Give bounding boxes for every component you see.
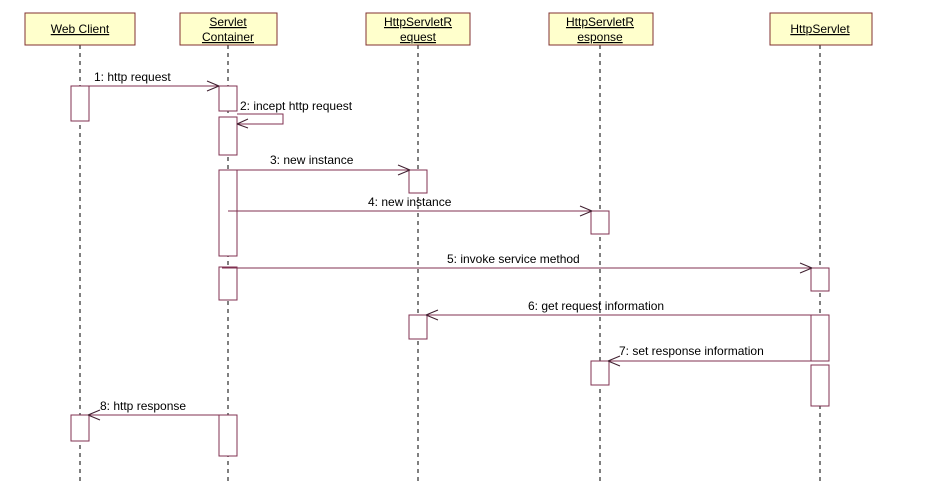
lifeline-head-box-http-servlet-request bbox=[365, 12, 471, 46]
activation-bar-http-servlet-3 bbox=[810, 364, 830, 407]
lifeline-label-servlet-container-line1: Servlet bbox=[209, 15, 247, 29]
message-arrowhead-1 bbox=[206, 80, 220, 92]
lifeline-head-http-servlet[interactable]: HttpServlet bbox=[769, 12, 873, 46]
messages-layer: 1: http request 2: incept http request 3: … bbox=[80, 70, 820, 421]
activation-bar-http-servlet-request-1 bbox=[408, 169, 428, 194]
lifeline-head-box-http-servlet-response bbox=[548, 12, 654, 46]
message-7[interactable]: 7: set response information bbox=[607, 344, 820, 367]
lifeline-label-http-servlet-request-line2: equest bbox=[400, 30, 437, 44]
lifeline-head-box-servlet-container bbox=[179, 12, 278, 46]
message-label-7: 7: set response information bbox=[619, 344, 764, 358]
message-8[interactable]: 8: http response bbox=[87, 399, 228, 421]
message-arrowhead-5 bbox=[799, 262, 813, 274]
message-arrowhead-2 bbox=[236, 118, 249, 129]
message-4[interactable]: 4: new instance bbox=[228, 195, 593, 217]
lifeline-head-box-web-client bbox=[24, 12, 136, 46]
message-arrowhead-7 bbox=[607, 355, 621, 367]
activation-bar-servlet-container-5 bbox=[218, 414, 238, 457]
lifeline-head-web-client[interactable]: Web Client bbox=[24, 12, 136, 46]
message-arrowhead-6 bbox=[425, 309, 439, 321]
message-arrowhead-4 bbox=[579, 205, 593, 217]
message-label-2: 2: incept http request bbox=[240, 99, 353, 113]
activation-bar-http-servlet-response-2 bbox=[590, 360, 610, 386]
activation-bar-web-client-2 bbox=[70, 414, 90, 442]
lifeline-label-http-servlet-request-line1: HttpServletR bbox=[384, 15, 452, 29]
activation-bar-servlet-container-4 bbox=[218, 266, 238, 301]
message-label-3: 3: new instance bbox=[270, 153, 354, 167]
message-line-2 bbox=[237, 113, 284, 125]
activation-bar-servlet-container-2 bbox=[218, 116, 238, 156]
activation-bar-servlet-container-3 bbox=[218, 169, 238, 257]
message-label-6: 6: get request information bbox=[528, 299, 664, 313]
message-label-5: 5: invoke service method bbox=[447, 252, 580, 266]
activation-bar-web-client-1 bbox=[70, 85, 90, 122]
message-label-4: 4: new instance bbox=[368, 195, 452, 209]
message-arrowhead-3 bbox=[397, 164, 411, 176]
message-label-8: 8: http response bbox=[100, 399, 186, 413]
activation-bar-http-servlet-2 bbox=[810, 314, 830, 362]
message-2[interactable]: 2: incept http request bbox=[236, 99, 353, 129]
message-1[interactable]: 1: http request bbox=[80, 70, 220, 92]
lifeline-label-web-client-line1: Web Client bbox=[51, 22, 110, 36]
message-6[interactable]: 6: get request information bbox=[425, 299, 820, 321]
activations-layer bbox=[70, 85, 830, 457]
message-5[interactable]: 5: invoke service method bbox=[222, 252, 813, 274]
message-3[interactable]: 3: new instance bbox=[228, 153, 411, 176]
lifeline-label-servlet-container-line2: Container bbox=[202, 30, 254, 44]
activation-bar-servlet-container-1 bbox=[218, 85, 238, 112]
lifeline-label-http-servlet-line1: HttpServlet bbox=[790, 22, 850, 36]
lifeline-label-http-servlet-response-line1: HttpServletR bbox=[566, 15, 634, 29]
activation-bar-http-servlet-request-2 bbox=[408, 314, 428, 340]
message-label-1: 1: http request bbox=[94, 70, 171, 84]
lifeline-head-box-http-servlet bbox=[769, 12, 873, 46]
activation-bar-http-servlet-1 bbox=[810, 267, 830, 292]
message-arrowhead-8 bbox=[87, 409, 101, 421]
activation-bar-http-servlet-response-1 bbox=[590, 210, 610, 235]
lifeline-label-http-servlet-response-line2: esponse bbox=[577, 30, 623, 44]
